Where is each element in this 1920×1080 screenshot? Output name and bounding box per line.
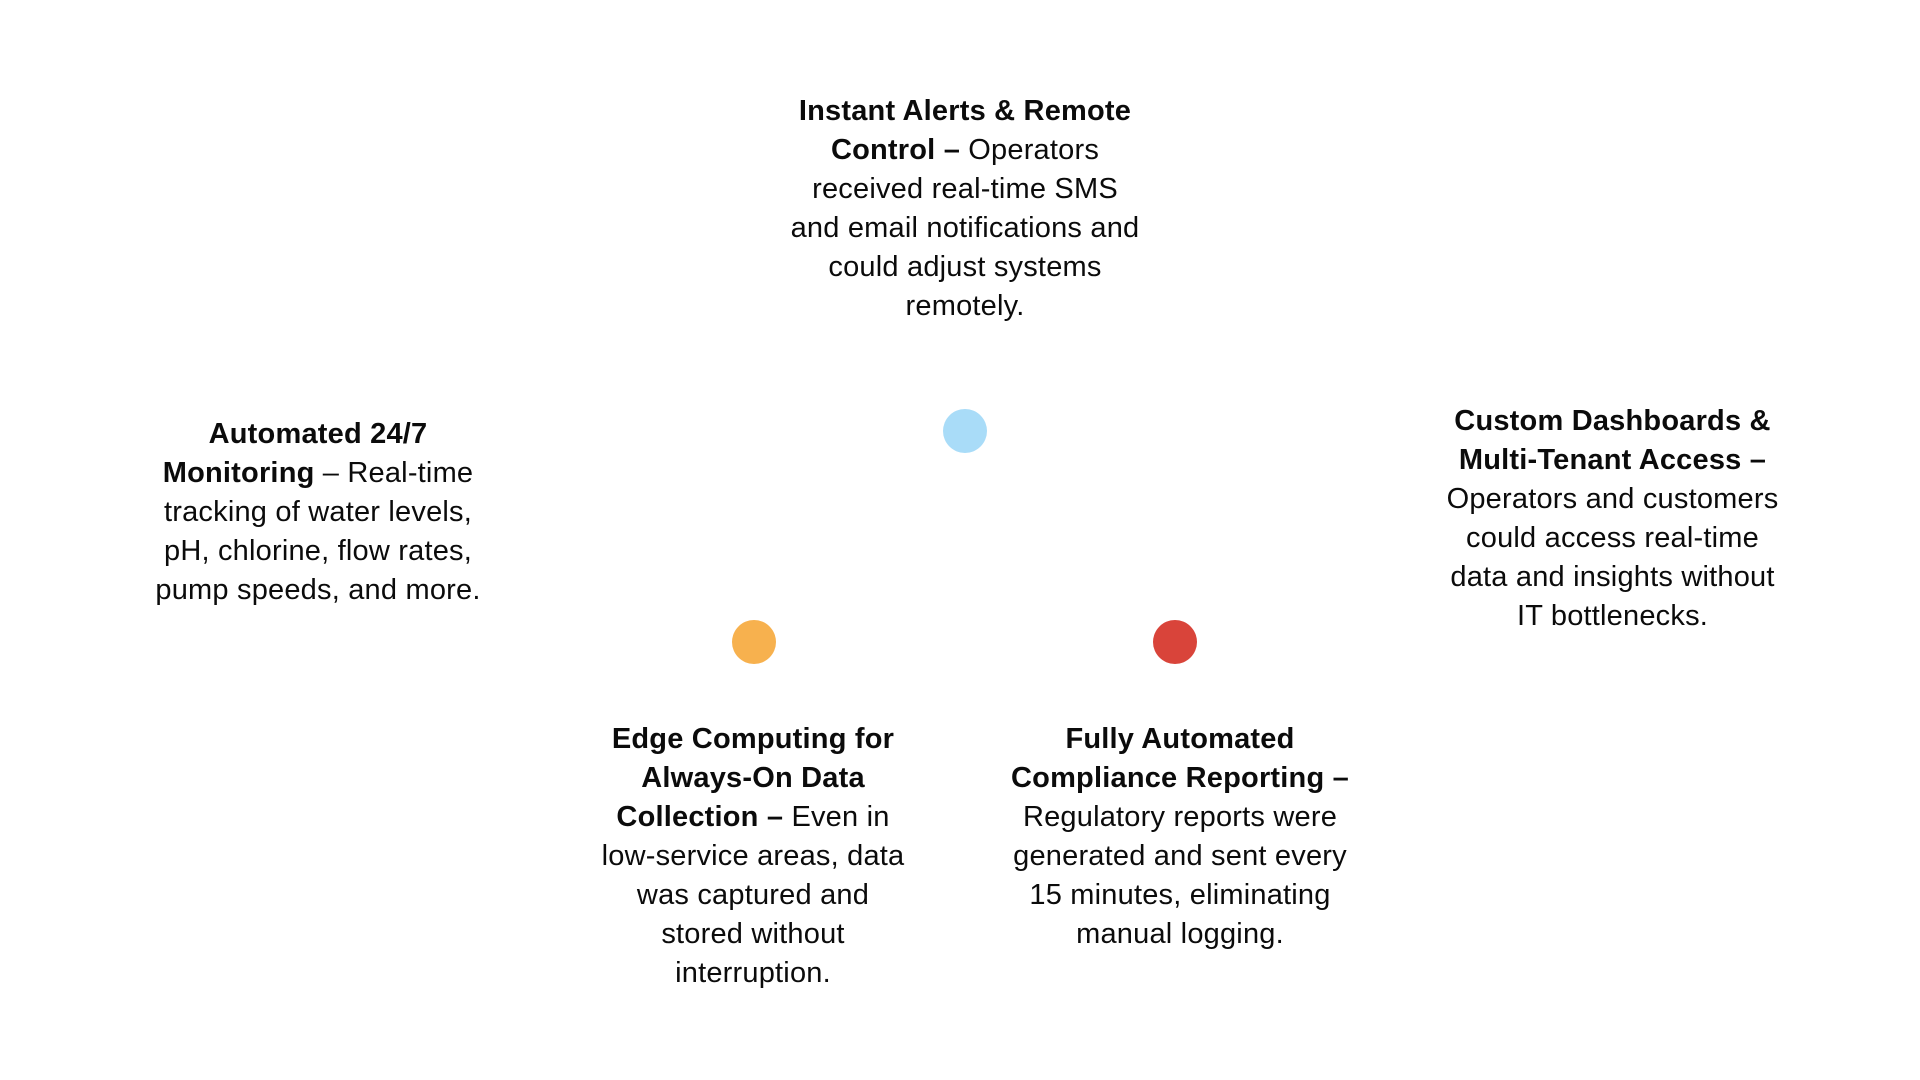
- feature-custom-dashboards: Custom Dashboards & Multi-Tenant Access …: [1440, 402, 1785, 636]
- feature-instant-alerts: Instant Alerts & Remote Control – Operat…: [790, 92, 1140, 326]
- feature-description: – Real-time tracking of water levels, pH…: [155, 457, 481, 606]
- feature-description: Operators received real-time SMS and ema…: [790, 134, 1140, 322]
- orange-node-dot: [732, 620, 776, 664]
- feature-title: Custom Dashboards & Multi-Tenant Access …: [1454, 405, 1771, 476]
- feature-title: Edge Computing for Always-On Data Collec…: [611, 723, 895, 833]
- feature-description: Operators and customers could access rea…: [1446, 483, 1779, 632]
- feature-compliance-reporting: Fully Automated Compliance Reporting – R…: [1010, 720, 1350, 954]
- feature-automated-monitoring: Automated 24/7 Monitoring – Real-time tr…: [150, 415, 486, 610]
- feature-description: Even in low-service areas, data was capt…: [601, 801, 905, 989]
- feature-title: Instant Alerts & Remote Control –: [798, 95, 1132, 166]
- feature-description: Regulatory reports were generated and se…: [1013, 801, 1347, 950]
- blue-node-dot: [943, 409, 987, 453]
- red-node-dot: [1153, 620, 1197, 664]
- feature-title: Fully Automated Compliance Reporting –: [1011, 723, 1349, 794]
- feature-edge-computing: Edge Computing for Always-On Data Collec…: [596, 720, 910, 993]
- feature-title: Automated 24/7 Monitoring: [162, 418, 428, 489]
